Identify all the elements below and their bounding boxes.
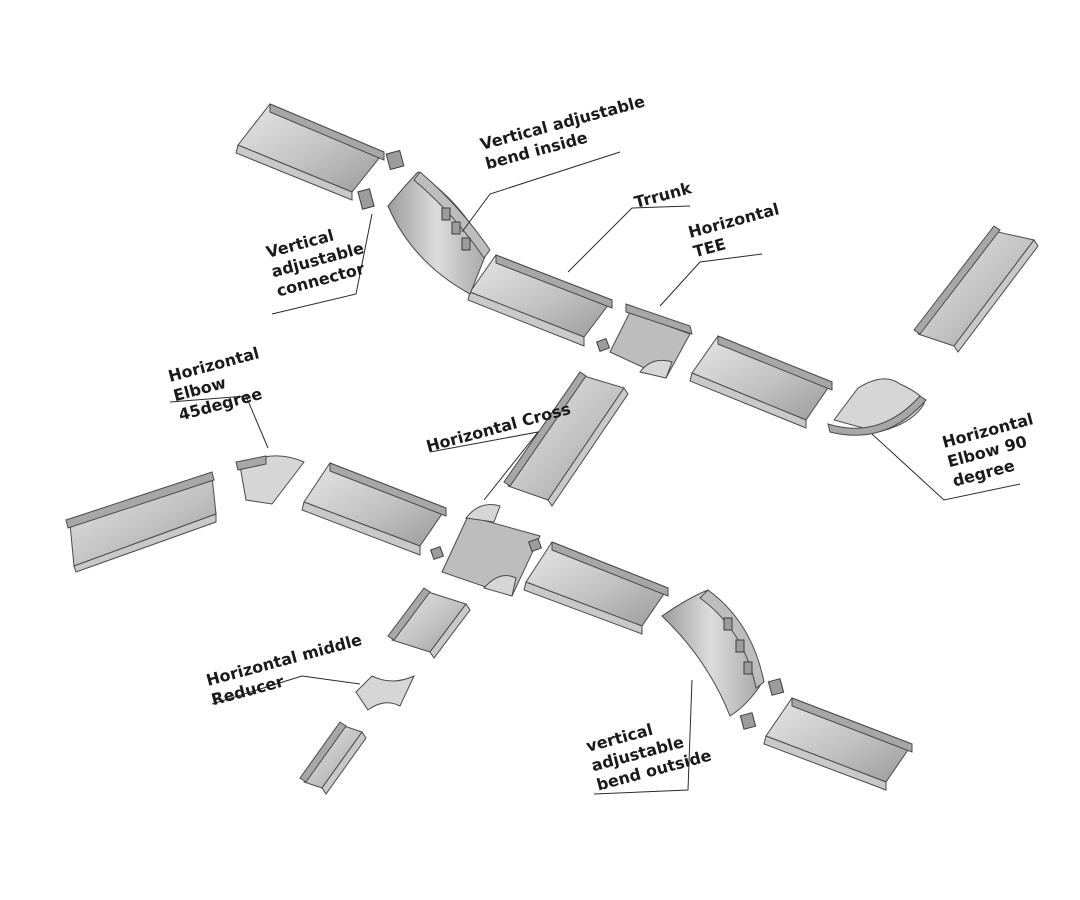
straight-tray-bottom-right [763, 697, 913, 791]
leader-tee [659, 253, 763, 307]
label-vertical-bend-outside: vertical adjustable bend outside [584, 720, 713, 795]
horizontal-elbow-90-fitting [827, 378, 927, 436]
leader-cross [429, 431, 540, 501]
horizontal-cross-fitting [429, 504, 543, 597]
straight-tray-right-of-cross [523, 541, 669, 635]
straight-tray-tee-to-cross [503, 371, 629, 507]
leader-elbow-45 [169, 395, 269, 449]
label-vertical-bend-inside: Vertical adjustable bend inside [478, 92, 647, 174]
leader-bend-outside [593, 679, 693, 795]
vertical-bend-inside-fitting [387, 171, 491, 295]
straight-tray-below-cross [387, 587, 471, 659]
straight-tray-right-of-tee [689, 335, 833, 429]
leader-reducer [211, 675, 361, 705]
label-horizontal-tee: Horizontal TEE [686, 199, 781, 261]
label-horizontal-elbow-90: Horizontal Elbow 90 degree [940, 409, 1035, 490]
leader-trunk [567, 205, 691, 273]
straight-tray-top-right [913, 225, 1039, 353]
label-line: Horizontal [686, 199, 781, 242]
leader-connector [271, 213, 373, 315]
label-horizontal-elbow-45: Horizontal Elbow 45degree [166, 343, 264, 424]
horizontal-elbow-45-fitting [235, 455, 305, 505]
label-vertical-connector: Vertical adjustable connector [264, 226, 366, 301]
vertical-bend-outside-fitting [661, 589, 785, 730]
horizontal-middle-reducer-fitting [355, 674, 416, 711]
leader-bend-inside [461, 151, 621, 233]
vertical-adjustable-connector [357, 149, 405, 210]
straight-tray-trunk [467, 254, 613, 347]
horizontal-tee-fitting [595, 303, 693, 379]
leader-lines [169, 151, 1021, 795]
leader-elbow-90 [871, 433, 1021, 501]
straight-tray-left-of-cross [301, 462, 447, 556]
label-horizontal-middle-reducer: Horizontal middle Reducer [204, 630, 364, 709]
straight-tray-top-left [235, 103, 385, 201]
straight-tray-far-left [65, 471, 217, 573]
straight-tray-bottom-left [299, 721, 367, 795]
